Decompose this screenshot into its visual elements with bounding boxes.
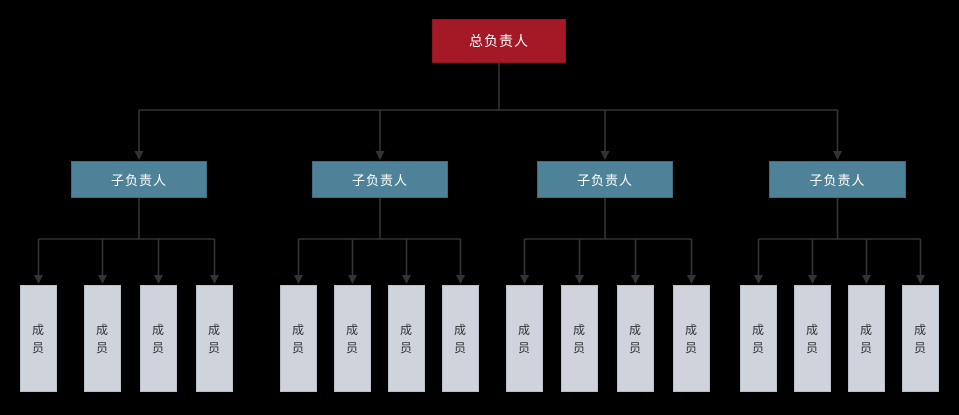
node-lead-4[interactable]: 子负责人 bbox=[769, 161, 906, 198]
node-member-6[interactable]: 成员 bbox=[334, 285, 371, 392]
member-label: 成员 bbox=[860, 322, 874, 355]
node-member-2[interactable]: 成员 bbox=[84, 285, 121, 392]
node-member-15[interactable]: 成员 bbox=[848, 285, 885, 392]
node-member-13[interactable]: 成员 bbox=[740, 285, 777, 392]
node-member-4[interactable]: 成员 bbox=[196, 285, 233, 392]
member-label: 成员 bbox=[573, 322, 587, 355]
node-member-11[interactable]: 成员 bbox=[617, 285, 654, 392]
node-member-10[interactable]: 成员 bbox=[561, 285, 598, 392]
node-root-director[interactable]: 总负责人 bbox=[432, 19, 566, 63]
member-label: 成员 bbox=[914, 322, 928, 355]
member-label: 成员 bbox=[96, 322, 110, 355]
node-member-3[interactable]: 成员 bbox=[140, 285, 177, 392]
member-label: 成员 bbox=[752, 322, 766, 355]
member-label: 成员 bbox=[346, 322, 360, 355]
member-label: 成员 bbox=[400, 322, 414, 355]
node-lead-1[interactable]: 子负责人 bbox=[71, 161, 207, 198]
member-label: 成员 bbox=[518, 322, 532, 355]
member-label: 成员 bbox=[292, 322, 306, 355]
node-lead-2[interactable]: 子负责人 bbox=[312, 161, 448, 198]
member-label: 成员 bbox=[454, 322, 468, 355]
member-label: 成员 bbox=[32, 322, 46, 355]
node-member-14[interactable]: 成员 bbox=[794, 285, 831, 392]
node-member-9[interactable]: 成员 bbox=[506, 285, 543, 392]
member-label: 成员 bbox=[152, 322, 166, 355]
node-member-5[interactable]: 成员 bbox=[280, 285, 317, 392]
node-lead-3[interactable]: 子负责人 bbox=[537, 161, 673, 198]
node-member-8[interactable]: 成员 bbox=[442, 285, 479, 392]
member-label: 成员 bbox=[208, 322, 222, 355]
node-member-1[interactable]: 成员 bbox=[20, 285, 57, 392]
member-label: 成员 bbox=[806, 322, 820, 355]
node-member-7[interactable]: 成员 bbox=[388, 285, 425, 392]
node-member-16[interactable]: 成员 bbox=[902, 285, 939, 392]
member-label: 成员 bbox=[629, 322, 643, 355]
node-member-12[interactable]: 成员 bbox=[673, 285, 710, 392]
member-label: 成员 bbox=[685, 322, 699, 355]
